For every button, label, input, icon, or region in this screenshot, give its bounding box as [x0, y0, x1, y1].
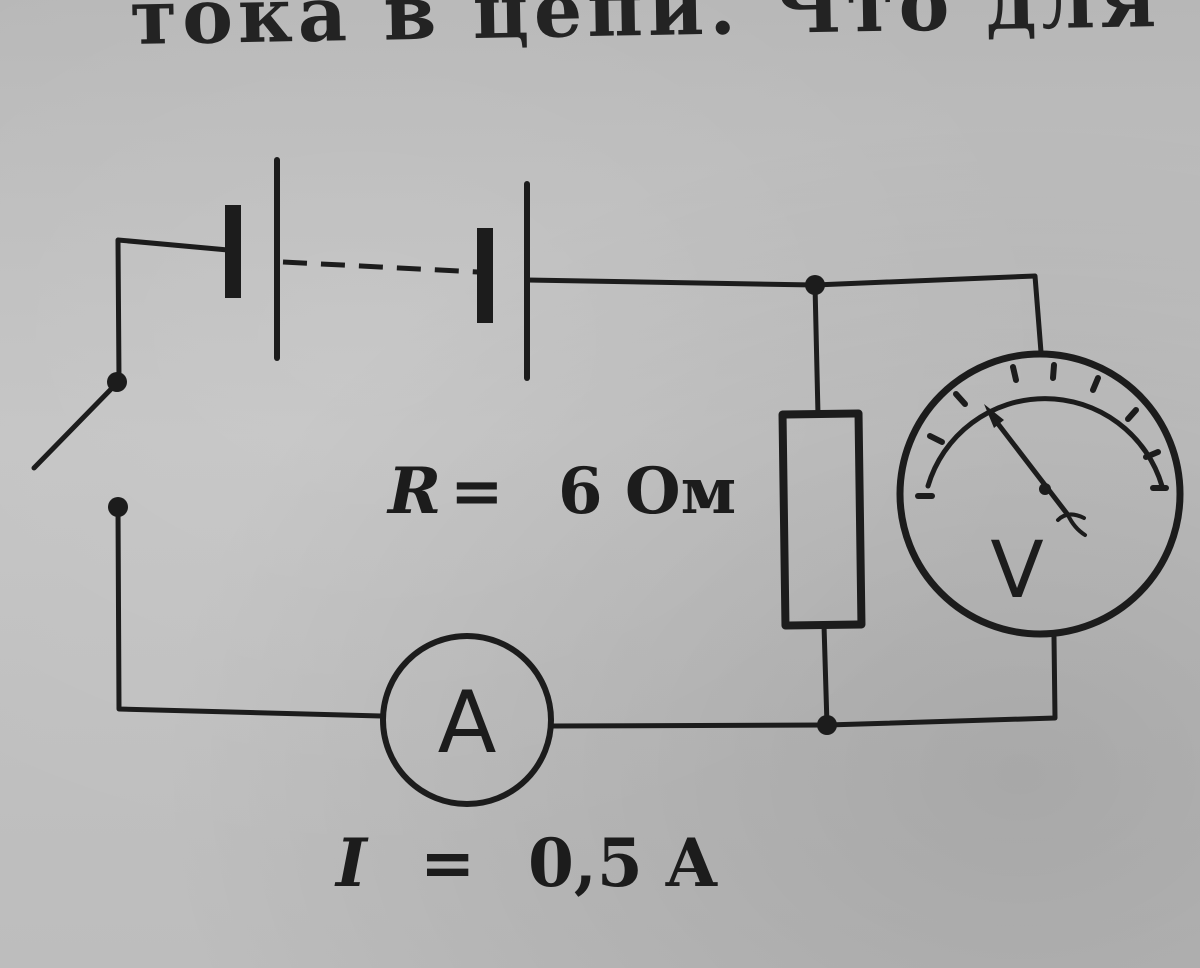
voltmeter-needle-tip — [984, 404, 1004, 428]
scale-tick — [1050, 362, 1057, 381]
voltmeter-needle-pivot — [1039, 483, 1051, 495]
voltmeter-needle — [989, 413, 1071, 518]
wire-bottom-junction-to-ammeter — [550, 722, 830, 729]
scale-tick — [1090, 375, 1101, 393]
ammeter-circle — [380, 633, 554, 807]
battery-group — [225, 157, 530, 381]
switch-terminal-bottom — [108, 497, 128, 517]
scale-tick — [927, 433, 945, 445]
wires — [115, 237, 1058, 729]
voltmeter-needle-tail — [1056, 512, 1087, 537]
switch — [31, 372, 128, 517]
switch-blade — [31, 380, 120, 471]
wire-battery-to-switch — [115, 237, 231, 383]
wire-resistor-to-bottom-junction — [821, 622, 830, 728]
wire-battery-to-top-junction — [524, 277, 818, 288]
voltmeter-scale-ticks — [915, 362, 1169, 499]
scale-tick — [953, 391, 968, 407]
junction-top — [805, 275, 825, 295]
current-label: I = 0,5 A — [334, 824, 718, 902]
switch-terminal-top — [107, 372, 127, 392]
voltmeter: V — [896, 350, 1184, 638]
junction-bottom — [817, 715, 837, 735]
voltmeter-outer-circle — [896, 350, 1184, 638]
scale-tick — [1010, 364, 1019, 383]
voltmeter-letter: V — [990, 526, 1043, 616]
voltmeter-scale-arc — [925, 396, 1165, 489]
wire-voltmeter-to-bottom-junction — [824, 634, 1058, 728]
resistor-label-value: 6 Ом — [558, 454, 736, 529]
resistor-body — [778, 409, 866, 630]
battery-dashed-link — [282, 259, 479, 275]
resistor-label-symbol: R — [386, 454, 441, 529]
resistor-label: R = 6 Ом — [386, 454, 736, 529]
ammeter-letter: A — [438, 673, 497, 773]
wire-top-junction-to-resistor — [812, 282, 821, 418]
current-label-symbol: I — [334, 824, 369, 902]
ammeter: A — [380, 633, 554, 807]
scale-tick — [1125, 407, 1139, 422]
wire-top-junction-to-voltmeter — [812, 273, 1044, 355]
scale-tick — [1143, 449, 1161, 460]
wire-ammeter-to-switch — [115, 505, 384, 719]
current-label-value: 0,5 A — [528, 824, 718, 902]
current-label-equals: = — [420, 824, 475, 902]
resistor-label-equals: = — [450, 454, 504, 529]
